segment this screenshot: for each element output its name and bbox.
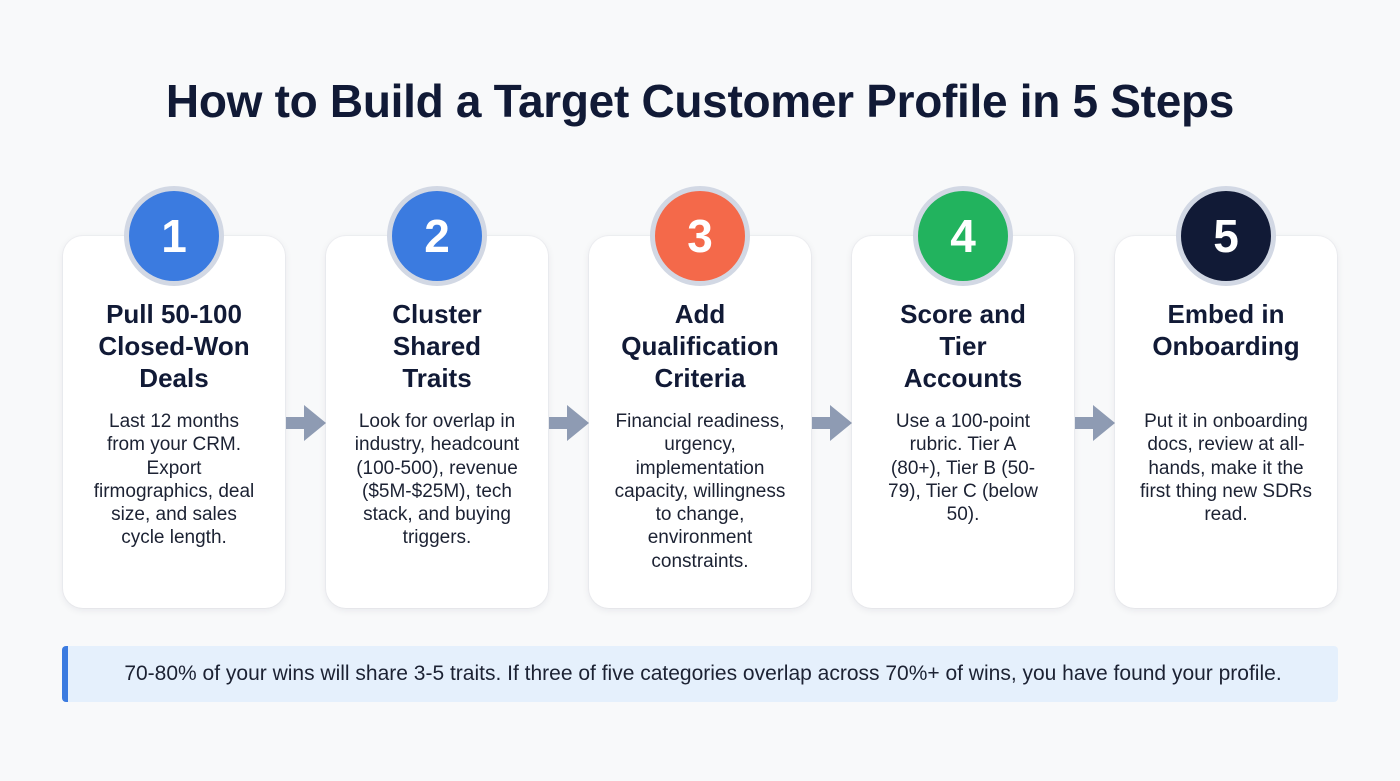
page-title: How to Build a Target Customer Profile i… (165, 75, 1235, 127)
step-1-body-text: Last 12 months from your CRM. Export fir… (93, 411, 255, 549)
step-4-card: Score and Tier Accounts Use a 100-point … (852, 236, 1074, 608)
step-2-title-text: Cluster Shared Traits (392, 299, 482, 393)
key-insight-callout: 70-80% of your wins will share 3-5 trait… (62, 646, 1338, 702)
step-4-number-badge: 4 (913, 186, 1013, 286)
step-2-title: Cluster Shared Traits (334, 298, 540, 394)
callout-text: 70-80% of your wins will share 3-5 trait… (124, 662, 1282, 685)
step-1-title: Pull 50-100 Closed-Won Deals (71, 298, 277, 394)
step-5-number-badge: 5 (1176, 186, 1276, 286)
step-3-number-badge: 3 (650, 186, 750, 286)
step-4-body: Use a 100-point rubric. Tier A (80+), Ti… (866, 410, 1060, 526)
step-2-card: Cluster Shared Traits Look for overlap i… (326, 236, 548, 608)
step-2-number-badge: 2 (387, 186, 487, 286)
step-4-body-text: Use a 100-point rubric. Tier A (80+), Ti… (888, 411, 1038, 526)
step-4-title: Score and Tier Accounts (860, 298, 1066, 394)
step-1-card: Pull 50-100 Closed-Won Deals Last 12 mon… (63, 236, 285, 608)
step-5-body-text: Put it in onboarding docs, review at all… (1139, 411, 1313, 526)
step-5-title: Embed in Onboarding (1123, 298, 1329, 362)
arrow-right-icon (812, 405, 852, 441)
step-4-title-text: Score and Tier Accounts (900, 299, 1026, 393)
step-1-title-text: Pull 50-100 Closed-Won Deals (98, 299, 250, 393)
step-2-body-text: Look for overlap in industry, headcount … (354, 411, 520, 549)
step-3-body-text: Financial readiness, urgency, implementa… (614, 411, 786, 572)
step-3-card: Add Qualification Criteria Financial rea… (589, 236, 811, 608)
step-3-title-text: Add Qualification Criteria (621, 299, 779, 393)
step-2-body: Look for overlap in industry, headcount … (340, 410, 534, 550)
arrow-right-icon (286, 405, 326, 441)
step-1-body: Last 12 months from your CRM. Export fir… (77, 410, 271, 550)
arrow-right-icon (1075, 405, 1115, 441)
steps-flow: 1 Pull 50-100 Closed-Won Deals Last 12 m… (63, 186, 1337, 608)
step-3-title: Add Qualification Criteria (597, 298, 803, 394)
arrow-right-icon (549, 405, 589, 441)
step-3-body: Financial readiness, urgency, implementa… (595, 410, 805, 573)
step-5-title-text: Embed in Onboarding (1152, 299, 1300, 361)
step-1-number-badge: 1 (124, 186, 224, 286)
step-5-body: Put it in onboarding docs, review at all… (1129, 410, 1323, 526)
step-5-card: Embed in Onboarding Put it in onboarding… (1115, 236, 1337, 608)
